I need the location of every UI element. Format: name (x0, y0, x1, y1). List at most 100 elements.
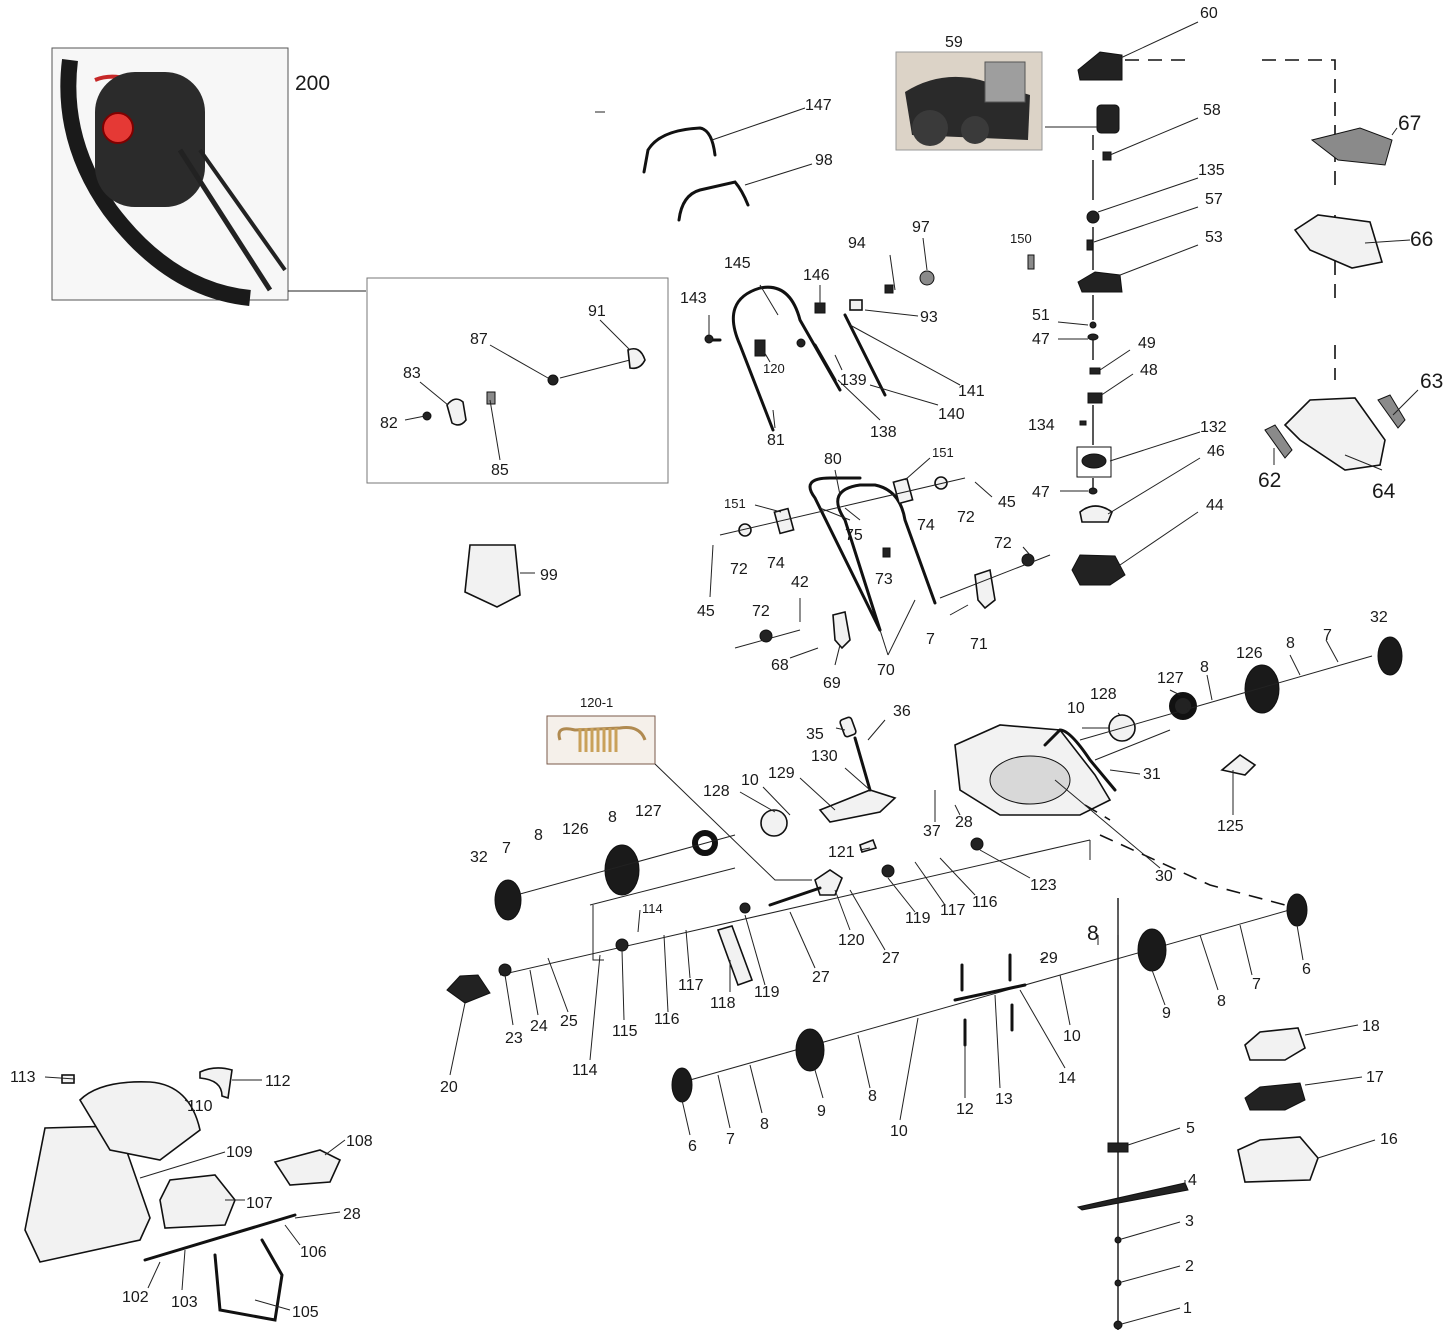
part-label-70: 70 (877, 662, 895, 679)
part-label-73: 73 (875, 571, 893, 588)
part-72-a (738, 523, 752, 537)
part-99 (464, 544, 521, 608)
part-label-128: 128 (703, 783, 730, 800)
part-label-110: 110 (187, 1098, 213, 1115)
part-label-17: 17 (1366, 1069, 1384, 1086)
part-130 (818, 789, 897, 823)
part-label-28: 28 (343, 1206, 361, 1223)
part-label-9: 9 (817, 1103, 826, 1120)
part-label-8: 8 (868, 1088, 877, 1105)
part-120-lower (814, 869, 843, 896)
part-label-126: 126 (1236, 645, 1263, 662)
part-label-74: 74 (767, 555, 785, 572)
part-label-13: 13 (995, 1091, 1013, 1108)
switch-detail-box (366, 277, 669, 484)
part-107 (159, 1174, 236, 1229)
part-label-85: 85 (491, 462, 509, 479)
part-label-120-1: 120-1 (580, 695, 613, 710)
part-label-7: 7 (502, 840, 511, 857)
part-83 (446, 398, 467, 426)
part-9-left (795, 1028, 825, 1072)
part-85 (486, 391, 496, 405)
part-97 (919, 270, 935, 286)
part-label-35: 35 (806, 726, 824, 743)
part-32-right (1377, 636, 1403, 676)
part-62 (1264, 424, 1293, 459)
part-label-102: 102 (122, 1289, 149, 1306)
part-200-switch-photo (51, 47, 289, 306)
part-120-upper (754, 339, 766, 357)
part-127-left (692, 830, 718, 856)
part-label-7: 7 (1252, 976, 1261, 993)
part-label-37: 37 (923, 823, 941, 840)
part-67 (1310, 127, 1393, 166)
part-label-151: 151 (724, 496, 746, 511)
part-label-6: 6 (1302, 961, 1311, 978)
part-label-6: 6 (688, 1138, 697, 1155)
part-label-128: 128 (1090, 686, 1117, 703)
part-label-32: 32 (1370, 609, 1388, 626)
part-label-119: 119 (754, 984, 780, 1001)
part-label-121: 121 (828, 844, 855, 861)
part-115 (615, 938, 629, 952)
part-label-127: 127 (635, 803, 662, 820)
part-label-116: 116 (654, 1011, 680, 1028)
part-pivot-rod (768, 886, 822, 907)
part-label-4: 4 (1188, 1172, 1197, 1189)
part-57 (1086, 239, 1094, 251)
part-label-16: 16 (1380, 1131, 1398, 1148)
part-18 (1244, 1027, 1306, 1061)
part-label-94: 94 (848, 235, 866, 252)
part-119-lower (739, 902, 751, 914)
part-label-64: 64 (1372, 480, 1396, 503)
part-label-132: 132 (1200, 419, 1227, 436)
part-label-106: 106 (300, 1244, 327, 1261)
part-label-87: 87 (470, 331, 488, 348)
part-35 (839, 716, 857, 738)
part-label-103: 103 (171, 1294, 198, 1311)
part-label-138: 138 (870, 424, 897, 441)
part-label-18: 18 (1362, 1018, 1380, 1035)
part-label-127: 127 (1157, 670, 1184, 687)
part-label-8: 8 (1087, 922, 1099, 945)
part-120-1-spring-inset (546, 715, 812, 881)
part-72-b (934, 476, 948, 490)
part-label-109: 109 (226, 1144, 253, 1161)
part-label-46: 46 (1207, 443, 1225, 460)
part-label-7: 7 (726, 1131, 735, 1148)
part-label-8: 8 (534, 827, 543, 844)
part-label-120: 120 (763, 361, 785, 376)
rear-wheel-right (1079, 636, 1403, 742)
part-140 (843, 313, 887, 397)
part-9-right (1137, 928, 1167, 972)
part-label-10: 10 (741, 772, 759, 789)
part-151-left (773, 507, 795, 535)
part-label-119: 119 (905, 910, 931, 927)
part-47-a (1087, 333, 1099, 341)
part-label-42: 42 (791, 574, 809, 591)
part-label-72: 72 (752, 603, 770, 620)
part-label-93: 93 (920, 309, 938, 326)
part-63 (1377, 394, 1406, 429)
part-label-71: 71 (970, 636, 988, 653)
part-label-123: 123 (1030, 877, 1057, 894)
part-31 (1043, 728, 1117, 792)
part-label-45: 45 (697, 603, 715, 620)
part-125 (1220, 754, 1257, 776)
part-98 (677, 180, 750, 222)
part-44 (1071, 554, 1126, 586)
part-label-53: 53 (1205, 229, 1223, 246)
part-label-12: 12 (956, 1101, 974, 1118)
part-13 (953, 983, 1027, 1002)
part-label-36: 36 (893, 703, 911, 720)
part-53 (1077, 271, 1123, 293)
rear-wheel-left (494, 716, 897, 921)
part-93 (849, 299, 863, 311)
part-label-125: 125 (1217, 818, 1244, 835)
part-94 (884, 284, 894, 294)
part-123 (970, 837, 984, 851)
part-label-126: 126 (562, 821, 589, 838)
part-128-left (760, 809, 788, 837)
part-label-9: 9 (1162, 1005, 1171, 1022)
part-label-116: 116 (972, 894, 998, 911)
